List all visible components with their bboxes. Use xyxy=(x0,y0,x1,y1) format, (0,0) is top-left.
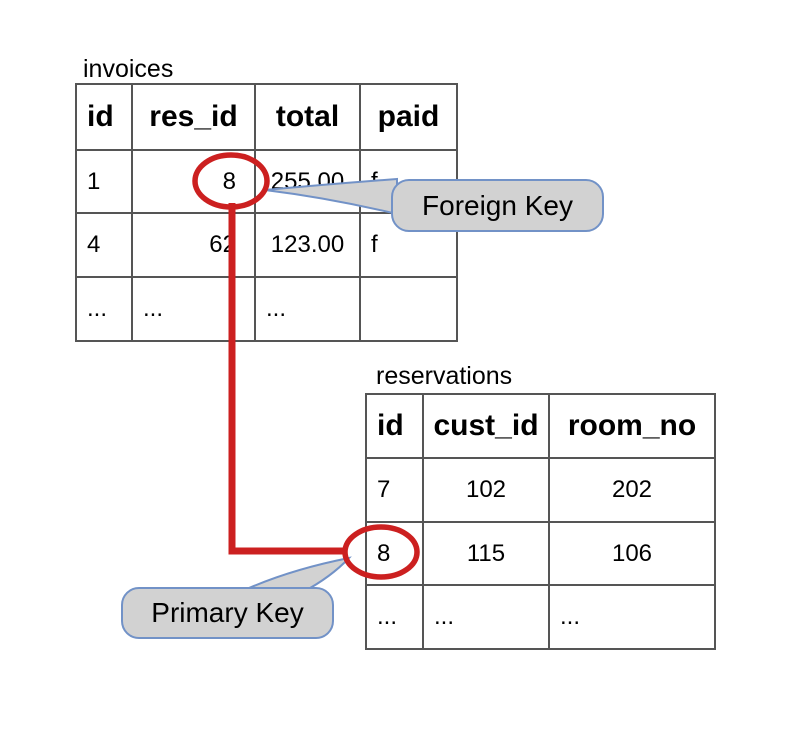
column-header-total: total xyxy=(254,83,361,151)
table-cell: ... xyxy=(75,276,133,342)
table-cell: 255.00 xyxy=(254,149,361,214)
reservations-header-row: id cust_id room_no xyxy=(365,393,716,459)
primary-key-callout-label: Primary Key xyxy=(151,597,304,628)
table-cell: 202 xyxy=(548,457,716,523)
invoices-table-title: invoices xyxy=(83,55,174,83)
table-cell-primary-key-value: 8 xyxy=(365,521,424,586)
column-header-room-no: room_no xyxy=(548,393,716,459)
table-cell xyxy=(359,276,458,342)
table-cell: f xyxy=(359,212,458,278)
table-cell: ... xyxy=(254,276,361,342)
table-cell: 4 xyxy=(75,212,133,278)
table-cell: 106 xyxy=(548,521,716,586)
reservations-table-title: reservations xyxy=(376,362,513,390)
table-cell: 102 xyxy=(422,457,550,523)
table-cell: 62 xyxy=(131,212,256,278)
table-cell: 115 xyxy=(422,521,550,586)
table-row: 4 62 123.00 f xyxy=(75,212,458,278)
column-header-res-id: res_id xyxy=(131,83,256,151)
table-cell: ... xyxy=(548,584,716,650)
invoices-header-row: id res_id total paid xyxy=(75,83,458,151)
invoices-table: id res_id total paid 1 8 255.00 f 4 62 1… xyxy=(75,83,458,342)
primary-key-callout-bubble xyxy=(121,587,334,639)
table-cell: 1 xyxy=(75,149,133,214)
table-row: 1 8 255.00 f xyxy=(75,149,458,214)
column-header-paid: paid xyxy=(359,83,458,151)
table-cell-foreign-key-value: 8 xyxy=(131,149,256,214)
column-header-cust-id: cust_id xyxy=(422,393,550,459)
column-header-id: id xyxy=(75,83,133,151)
primary-key-callout-tail xyxy=(239,556,352,593)
table-cell: f xyxy=(359,149,458,214)
table-row: ... ... ... xyxy=(365,584,716,650)
column-header-id: id xyxy=(365,393,424,459)
table-cell: 123.00 xyxy=(254,212,361,278)
table-cell: ... xyxy=(422,584,550,650)
table-cell: ... xyxy=(365,584,424,650)
table-row: ... ... ... xyxy=(75,276,458,342)
table-row: 8 115 106 xyxy=(365,521,716,586)
table-row: 7 102 202 xyxy=(365,457,716,523)
table-cell: ... xyxy=(131,276,256,342)
reservations-table: id cust_id room_no 7 102 202 8 115 106 .… xyxy=(365,393,716,650)
table-cell: 7 xyxy=(365,457,424,523)
